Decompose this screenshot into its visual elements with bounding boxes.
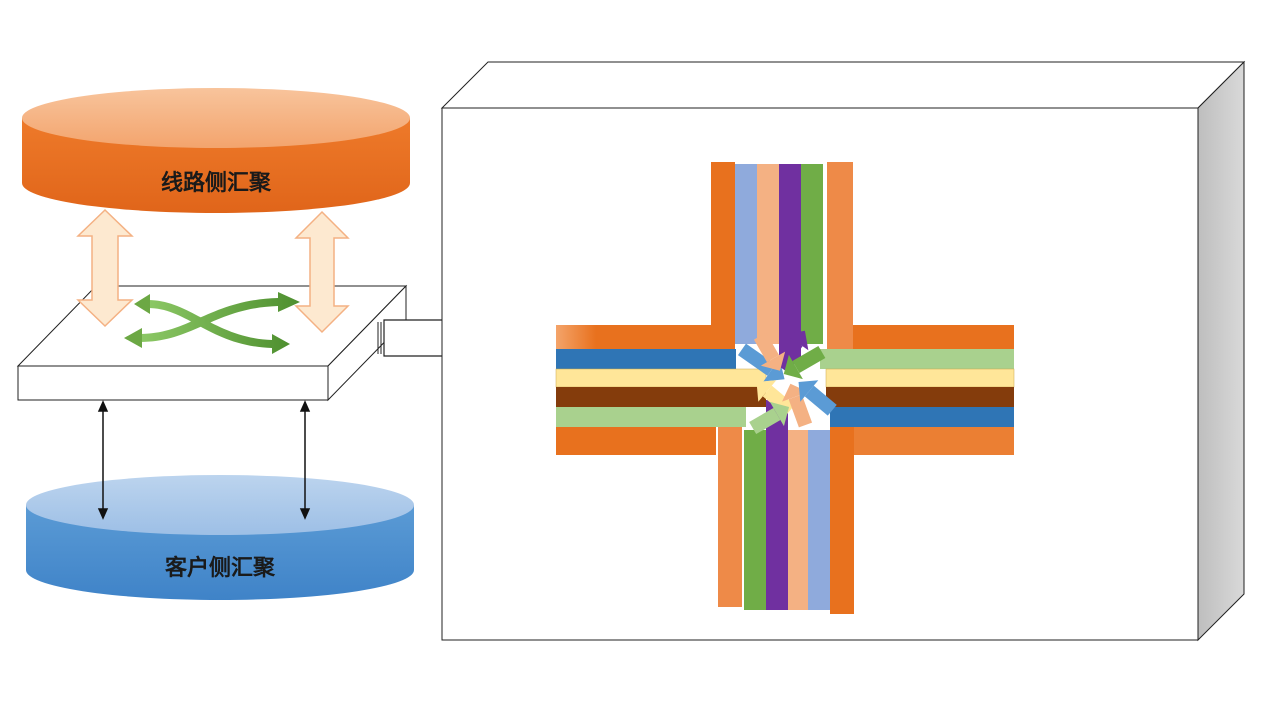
client-side-aggregation-disc: 客户侧汇聚 [26, 475, 414, 600]
double-arrow-left [76, 208, 134, 328]
band-h-left-orange-bottom [556, 427, 716, 455]
band-h-blue-left [556, 349, 736, 369]
band-v-bottom-orange-left [718, 427, 742, 607]
line-side-disc-top [22, 88, 410, 148]
band-h-brown-left [556, 387, 766, 407]
double-arrow-right [294, 210, 350, 334]
band-v-top-orange-left [711, 162, 735, 349]
zoom-box-side [1197, 60, 1245, 642]
band-v-top-green [801, 164, 823, 344]
band-v-top-orange-right [827, 162, 853, 349]
band-h-right-orange-top [852, 325, 1014, 349]
client-side-label: 客户侧汇聚 [165, 555, 276, 581]
band-h-yellow-left [555, 368, 767, 388]
band-v-top-blue-light [735, 164, 757, 344]
band-v-top-purple [779, 164, 801, 364]
band-h-left-orange-top [556, 325, 716, 349]
line-side-label: 线路侧汇聚 [161, 170, 272, 196]
thin-arrow-right [299, 400, 311, 520]
band-v-top-peach [757, 164, 779, 344]
switch-plate-front [17, 365, 329, 401]
band-h-blue-right [830, 407, 1014, 427]
band-h-green-right [820, 349, 1014, 369]
band-v-bottom-blue-light [808, 430, 830, 610]
band-h-brown-right [826, 387, 1014, 407]
switch-plate [16, 284, 408, 402]
client-side-disc-top [26, 475, 414, 535]
thin-arrow-left [97, 400, 109, 520]
zoom-box-top [440, 61, 1246, 109]
line-side-aggregation-disc: 线路侧汇聚 [22, 88, 410, 213]
cross-connect-matrix [555, 162, 1015, 614]
band-h-yellow-right [825, 368, 1015, 388]
band-h-green-left [556, 407, 746, 427]
band-v-bottom-orange-right [830, 427, 854, 614]
crossing-switch-arrows [124, 292, 300, 354]
center-switching-arrows [737, 330, 837, 435]
band-h-right-orange-bottom [852, 427, 1014, 455]
band-v-bottom-peach [788, 430, 808, 610]
band-v-bottom-purple [766, 400, 788, 610]
band-v-bottom-green [744, 430, 766, 610]
